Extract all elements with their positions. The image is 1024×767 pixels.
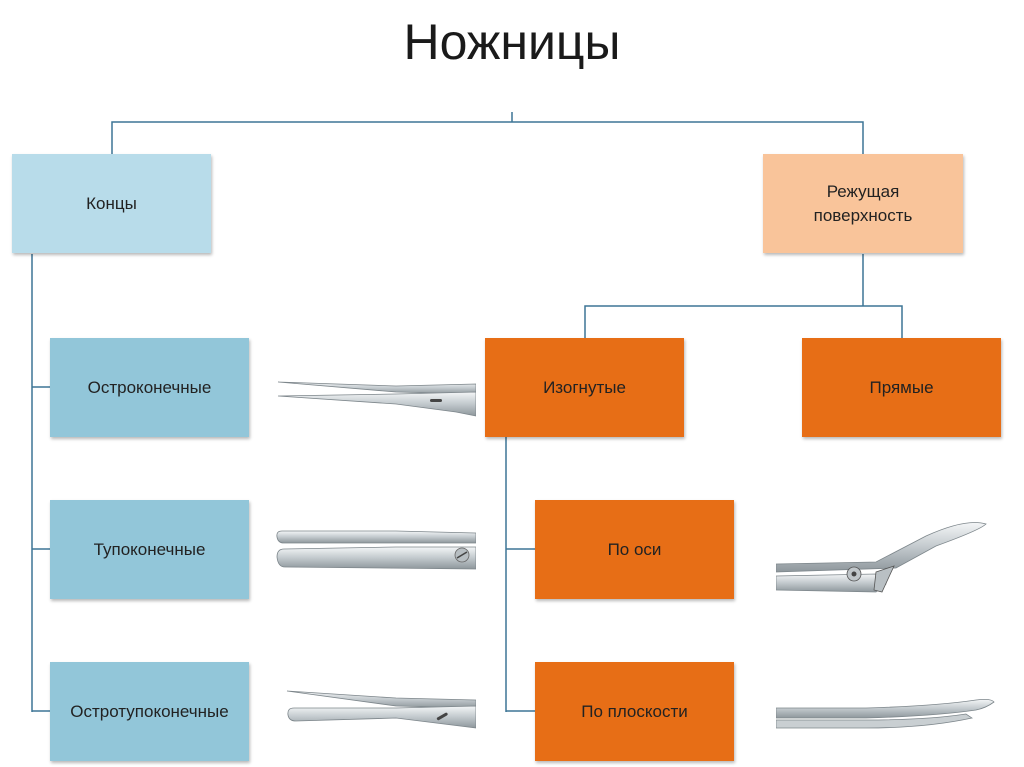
node-curved-label: Изогнутые bbox=[543, 377, 626, 397]
node-blunt: Тупоконечные bbox=[50, 500, 249, 599]
node-straight-label: Прямые bbox=[869, 377, 934, 397]
node-cutting-surface: Режущая поверхность bbox=[763, 154, 963, 253]
node-blunt-label: Тупоконечные bbox=[93, 539, 206, 559]
scissors-sharp-blunt-tip-image bbox=[286, 690, 476, 729]
node-ends-label: Концы bbox=[86, 193, 137, 213]
scissors-curved-axis-image bbox=[776, 522, 987, 593]
node-along-axis: По оси bbox=[535, 500, 734, 599]
node-curved: Изогнутые bbox=[485, 338, 684, 437]
node-sharp-blunt-label: Остротупоконечные bbox=[70, 701, 229, 721]
node-along-plane: По плоскости bbox=[535, 662, 734, 761]
node-along-plane-label: По плоскости bbox=[581, 701, 688, 721]
node-sharp: Остроконечные bbox=[50, 338, 249, 437]
node-sharp-label: Остроконечные bbox=[87, 377, 212, 397]
page-title: Ножницы bbox=[403, 14, 621, 70]
node-ends: Концы bbox=[12, 154, 211, 253]
scissors-blunt-tip-image bbox=[276, 530, 476, 570]
node-sharp-blunt: Остротупоконечные bbox=[50, 662, 249, 761]
scissors-sharp-tip-image bbox=[277, 381, 476, 417]
node-along-axis-label: По оси bbox=[607, 539, 662, 559]
scissors-curved-plane-image bbox=[776, 698, 995, 729]
node-straight: Прямые bbox=[802, 338, 1001, 437]
node-cutting-surface-label: Режущая поверхность bbox=[813, 181, 913, 225]
